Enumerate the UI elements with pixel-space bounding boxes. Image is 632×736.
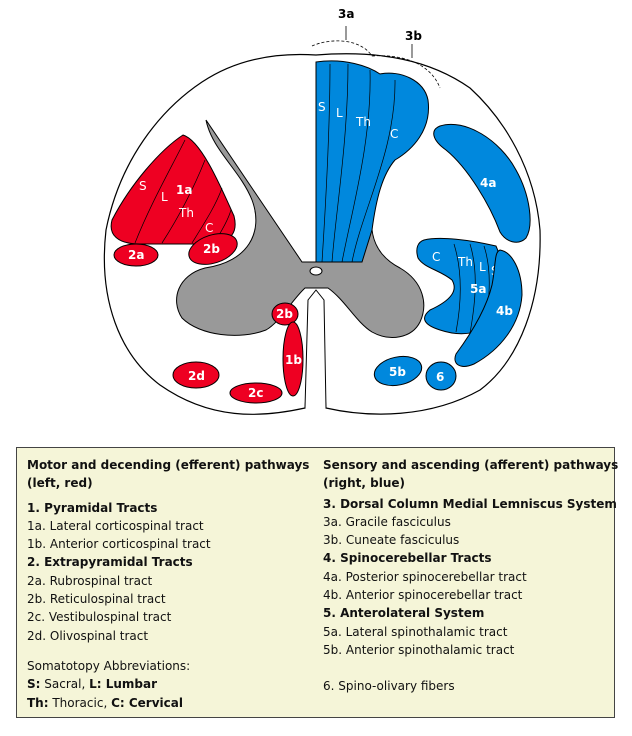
legend-5b: 5b. Anterior spinothalamic tract — [323, 642, 515, 657]
legend-1b: 1b. Anterior corticospinal tract — [27, 537, 211, 552]
tract-2d — [172, 361, 220, 389]
label-4a: 4a — [480, 176, 496, 190]
label-1b: 1b — [285, 353, 302, 367]
tract-2b-anterior — [271, 302, 299, 326]
legend-5a: 5a. Lateral spinothalamic tract — [323, 624, 508, 639]
sensory-title-line1: Sensory and ascending (afferent) pathway… — [323, 458, 619, 472]
spinocerebellar-heading: 4. Spinocerebellar Tracts — [323, 551, 492, 566]
label-2a: 2a — [128, 248, 144, 262]
motor-title-line1: Motor and decending (efferent) pathways — [27, 458, 310, 472]
legend-2d: 2d. Olivospinal tract — [27, 628, 149, 643]
label-2b-lateral: 2b — [203, 242, 220, 256]
gray-matter — [176, 119, 425, 338]
label-C-left: C — [205, 221, 213, 235]
label-2d: 2d — [188, 369, 205, 383]
tract-5a-divider-1 — [453, 243, 461, 333]
abbr-line2: Th: Thoracic, C: Cervical — [27, 694, 309, 712]
label-1a: 1a — [176, 183, 192, 197]
abbr-th-text: Thoracic, — [48, 695, 112, 710]
anterior-median-fissure — [304, 289, 327, 409]
pyramidal-heading: 1. Pyramidal Tracts — [27, 500, 158, 515]
legend-2c: 2c. Vestibulospinal tract — [27, 610, 172, 625]
sensory-title-line2: (right, blue) — [323, 476, 405, 491]
tract-3-divider-4 — [351, 79, 396, 263]
label-L-dc: L — [336, 106, 343, 120]
tract-4a — [433, 123, 531, 243]
central-canal — [309, 266, 323, 276]
label-2b-anterior: 2b — [276, 307, 293, 321]
tract-1a-divider-3 — [191, 187, 223, 244]
bracket-3b — [371, 55, 441, 89]
tract-1a-divider-2 — [161, 159, 206, 244]
tract-3-divider-1 — [321, 63, 331, 263]
tract-1b — [282, 321, 304, 397]
legend-motor-column: Motor and decending (efferent) pathways … — [27, 456, 309, 712]
tract-5a-divider-2 — [469, 243, 476, 334]
tract-5b — [373, 355, 423, 387]
label-6: 6 — [436, 370, 444, 384]
dcml-heading: 3. Dorsal Column Medial Lemniscus System — [323, 496, 617, 511]
tract-2b-lateral — [188, 233, 238, 265]
motor-title-line2: (left, red) — [27, 476, 93, 491]
label-Th-st: Th — [457, 255, 473, 269]
label-2c: 2c — [248, 386, 263, 400]
tract-2c — [229, 382, 283, 404]
tract-3-dorsal-column — [315, 60, 429, 263]
label-4b: 4b — [496, 304, 513, 318]
legend-1a: 1a. Lateral corticospinal tract — [27, 518, 204, 533]
tract-1a-divider-1 — [134, 139, 186, 244]
label-C-dc: C — [390, 127, 398, 141]
abbr-title: Somatotopy Abbreviations: — [27, 658, 191, 673]
label-L-left: L — [161, 190, 168, 204]
label-5b: 5b — [389, 365, 406, 379]
abbr-s-key: S: — [27, 677, 41, 692]
label-S-dc: S — [318, 100, 326, 114]
abbr-line1: S: Sacral, L: Lumbar — [27, 675, 309, 693]
legend-2b: 2b. Reticulospinal tract — [27, 592, 166, 607]
abbr-s-text: Sacral, — [40, 677, 90, 692]
extrapyramidal-heading: 2. Extrapyramidal Tracts — [27, 555, 193, 570]
tract-5a — [416, 237, 502, 335]
label-3b: 3b — [405, 29, 422, 43]
legend-box: Motor and decending (efferent) pathways … — [16, 447, 618, 718]
label-L-st: L — [479, 260, 486, 274]
tract-4b — [454, 249, 523, 367]
label-5a: 5a — [470, 282, 486, 296]
abbr-th-key: Th: — [27, 695, 49, 710]
spinal-cord-diagram: 3a 3b S L 1a Th C 2a 2b 2b 1b 2d 2c S L … — [103, 7, 541, 415]
tract-2a — [113, 243, 159, 267]
label-Th-dc: Th — [355, 115, 371, 129]
legend-sensory-column: Sensory and ascending (afferent) pathway… — [323, 456, 618, 696]
abbr-c: C: Cervical — [111, 695, 183, 710]
label-Th-left: Th — [178, 206, 194, 220]
legend-3b: 3b. Cuneate fasciculus — [323, 533, 460, 548]
legend-3a: 3a. Gracile fasciculus — [323, 514, 451, 529]
label-S-left: S — [139, 179, 147, 193]
abbr-l: L: Lumbar — [89, 677, 158, 692]
label-3a: 3a — [338, 7, 354, 21]
legend-6: 6. Spino-olivary fibers — [323, 679, 455, 694]
tract-3-divider-2 — [331, 63, 349, 263]
legend-4a: 4a. Posterior spinocerebellar tract — [323, 569, 527, 584]
anterolateral-heading: 5. Anterolateral System — [323, 606, 485, 621]
legend-2a: 2a. Rubrospinal tract — [27, 573, 153, 588]
legend-4b: 4b. Anterior spinocerebellar tract — [323, 588, 523, 603]
tract-3-divider-3 — [341, 69, 371, 263]
tract-6 — [425, 361, 457, 391]
label-C-st: C — [432, 250, 440, 264]
bracket-3a — [311, 40, 373, 57]
